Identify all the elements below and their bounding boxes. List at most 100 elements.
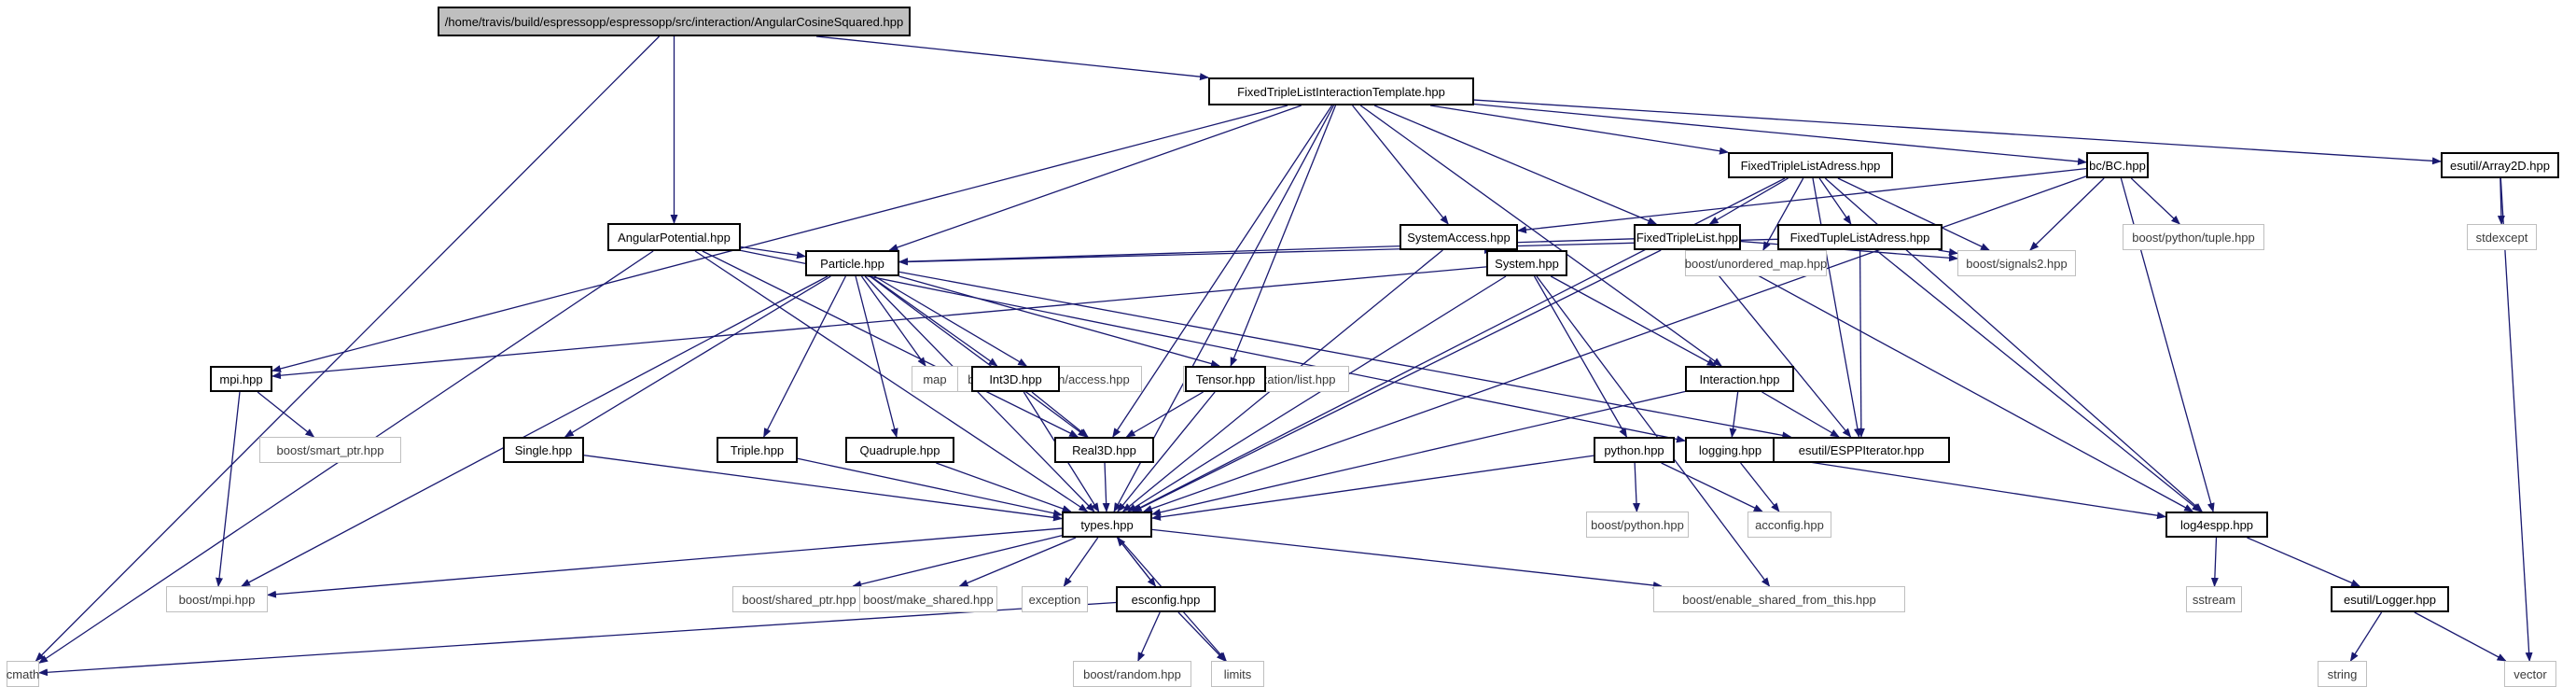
file-node-fixedtuplelistadress[interactable]: FixedTupleListAdress.hpp: [1777, 224, 1942, 250]
file-node-system[interactable]: System.hpp: [1486, 250, 1567, 276]
external-node-boostmpi: boost/mpi.hpp: [166, 586, 268, 612]
node-label: FixedTupleListAdress.hpp: [1789, 230, 1930, 245]
node-label: logging.hpp: [1698, 442, 1762, 457]
node-label: esconfig.hpp: [1131, 592, 1201, 607]
external-node-makeshared: boost/make_shared.hpp: [859, 586, 997, 612]
node-label: boost/mpi.hpp: [178, 592, 256, 607]
file-node-single[interactable]: Single.hpp: [503, 437, 584, 463]
node-label: bc/BC.hpp: [2089, 158, 2146, 173]
edge-esconfig-to-cmath: [38, 601, 1117, 677]
file-node-tensor[interactable]: Tensor.hpp: [1185, 366, 1266, 392]
file-node-logging[interactable]: logging.hpp: [1685, 437, 1775, 463]
edge-array2d-to-vector: [2499, 177, 2533, 662]
edge-particle-to-single: [564, 275, 831, 438]
file-node-interaction[interactable]: Interaction.hpp: [1685, 366, 1794, 392]
edge-types-to-boostmpi: [267, 527, 1063, 598]
file-node-logger[interactable]: esutil/Logger.hpp: [2331, 586, 2449, 612]
external-node-stdexcept: stdexcept: [2467, 224, 2537, 250]
node-label: boost/enable_shared_from_this.hpp: [1682, 592, 1876, 607]
file-node-quadruple[interactable]: Quadruple.hpp: [845, 437, 954, 463]
file-node-esconfig[interactable]: esconfig.hpp: [1116, 586, 1216, 612]
node-label: boost/python/tuple.hpp: [2132, 230, 2255, 245]
edge-angularpotential-to-logging: [740, 249, 1686, 443]
edge-angularpotential-to-types: [694, 250, 1089, 512]
file-node-espp[interactable]: esutil/ESPPIterator.hpp: [1773, 437, 1950, 463]
edge-fixedtuplelistadress-to-signals2: [1938, 247, 1958, 256]
external-node-sharedptr: boost/shared_ptr.hpp: [732, 586, 866, 612]
edge-root-to-cmath: [35, 35, 660, 662]
node-label: string: [2327, 666, 2358, 681]
edge-real3d-to-types: [1102, 462, 1110, 512]
edge-fixedtuplelistadress-to-espp: [1857, 249, 1865, 438]
file-node-int3d[interactable]: Int3D.hpp: [971, 366, 1060, 392]
edge-fixedtriplelist-to-log4espp: [1710, 249, 2194, 512]
file-node-fixedtriplelistadress[interactable]: FixedTripleListAdress.hpp: [1728, 152, 1893, 178]
edge-particle-to-types: [864, 275, 1095, 512]
file-node-types[interactable]: types.hpp: [1062, 512, 1152, 538]
file-node-systemaccess[interactable]: SystemAccess.hpp: [1399, 224, 1518, 250]
edge-fixedtripletemplate-to-bc: [1473, 103, 2087, 165]
external-node-limits: limits: [1211, 661, 1264, 687]
file-node-python[interactable]: python.hpp: [1594, 437, 1675, 463]
edge-types-to-enableshared: [1151, 528, 1663, 589]
node-label: cmath: [6, 666, 40, 681]
edge-python-to-acconfig: [1661, 462, 1763, 512]
edge-fixedtriplelistadress-to-fixedtuplelistadress: [1818, 177, 1852, 225]
edge-particle-to-int3d: [870, 275, 998, 367]
node-label: Particle.hpp: [820, 256, 884, 271]
node-label: limits: [1223, 666, 1252, 681]
edge-fixedtripletemplate-to-real3d: [1112, 105, 1333, 438]
edge-logger-to-vector: [2414, 611, 2507, 662]
file-node-triple[interactable]: Triple.hpp: [717, 437, 798, 463]
node-label: mpi.hpp: [219, 372, 263, 386]
root-node-root: /home/travis/build/espressopp/espressopp…: [438, 7, 911, 36]
file-node-mpi[interactable]: mpi.hpp: [210, 366, 272, 392]
node-label: Int3D.hpp: [989, 372, 1042, 386]
edge-particle-to-map: [860, 275, 926, 367]
file-node-bc[interactable]: bc/BC.hpp: [2086, 152, 2149, 178]
file-node-fixedtriplelist[interactable]: FixedTripleList.hpp: [1634, 224, 1741, 250]
external-node-unorderedmap: boost/unordered_map.hpp: [1685, 250, 1827, 276]
edge-types-to-sharedptr: [852, 535, 1063, 588]
file-node-angularpotential[interactable]: AngularPotential.hpp: [607, 223, 741, 251]
node-label: map: [923, 372, 947, 386]
edge-esconfig-to-boostrandom: [1137, 611, 1161, 662]
node-label: FixedTripleListAdress.hpp: [1740, 158, 1881, 173]
node-label: AngularPotential.hpp: [618, 230, 731, 245]
edge-log4espp-to-logger: [2247, 537, 2360, 587]
node-label: esutil/Logger.hpp: [2343, 592, 2437, 607]
edge-esconfig-to-limits: [1177, 611, 1226, 662]
file-node-particle[interactable]: Particle.hpp: [805, 250, 899, 276]
external-node-sstream: sstream: [2186, 586, 2242, 612]
node-label: vector: [2513, 666, 2547, 681]
edge-fixedtripletemplate-to-fixedtriplelistadress: [1429, 105, 1729, 155]
file-node-fixedtripletemplate[interactable]: FixedTripleListInteractionTemplate.hpp: [1208, 77, 1474, 105]
edge-quadruple-to-types: [936, 462, 1072, 512]
node-label: Real3D.hpp: [1072, 442, 1136, 457]
edge-angularpotential-to-real3d: [702, 250, 1079, 438]
edge-python-to-boostpython: [1632, 462, 1640, 512]
edge-interaction-to-espp: [1761, 391, 1840, 438]
edge-interaction-to-logging: [1729, 391, 1739, 438]
file-node-array2d[interactable]: esutil/Array2D.hpp: [2441, 152, 2559, 178]
edge-triple-to-types: [797, 457, 1063, 517]
node-label: esutil/Array2D.hpp: [2450, 158, 2550, 173]
file-node-log4espp[interactable]: log4espp.hpp: [2165, 512, 2268, 538]
edge-logging-to-log4espp: [1775, 456, 2166, 520]
external-node-signals2: boost/signals2.hpp: [1957, 250, 2076, 276]
external-node-vector: vector: [2504, 661, 2556, 687]
edge-mpi-to-boostmpi: [216, 391, 241, 587]
edge-particle-to-triple: [763, 275, 846, 438]
node-label: System.hpp: [1495, 256, 1559, 271]
node-label: acconfig.hpp: [1755, 517, 1824, 532]
node-label: /home/travis/build/espressopp/espressopp…: [444, 14, 904, 29]
edge-root-to-fixedtripletemplate: [815, 35, 1209, 81]
edge-tensor-to-real3d: [1125, 391, 1204, 438]
edge-fixedtripletemplate-to-tensor: [1230, 105, 1337, 367]
edge-fixedtriplelistadress-to-unorderedmap: [1762, 177, 1804, 251]
external-node-acconfig: acconfig.hpp: [1748, 512, 1831, 538]
edge-array2d-to-stdexcept: [2497, 177, 2505, 225]
file-node-real3d[interactable]: Real3D.hpp: [1054, 437, 1154, 463]
